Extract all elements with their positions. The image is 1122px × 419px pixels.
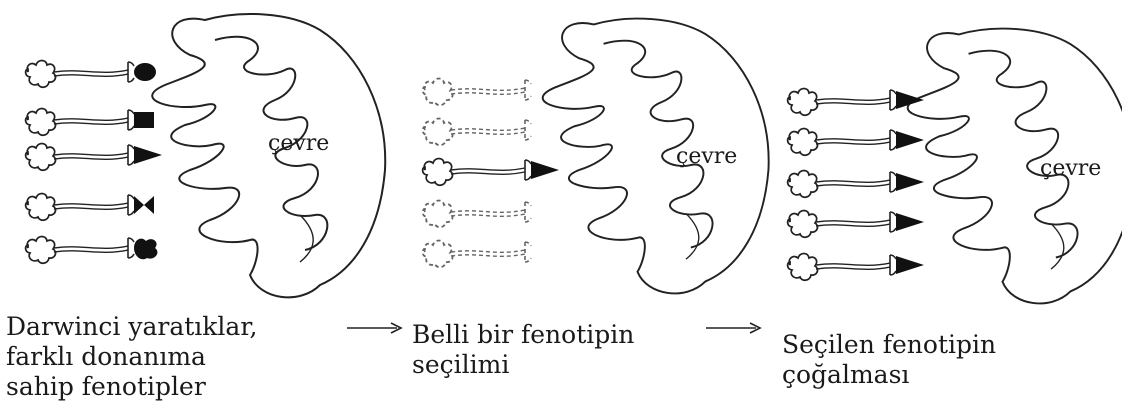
creature-head-icon — [423, 79, 453, 106]
bowtie-tip-icon — [134, 196, 154, 214]
creature — [788, 129, 924, 156]
creature — [423, 79, 531, 106]
triangle-tip-icon — [134, 146, 162, 164]
caption-panel-1: Darwinci yaratıklar, farklı donanıma sah… — [6, 312, 257, 402]
creature-head-icon — [423, 119, 453, 146]
creature — [788, 211, 924, 238]
panel-2: çevre — [423, 19, 769, 294]
caption-panel-2: Belli bir fenotipin seçilimi — [412, 320, 634, 380]
creature-head-icon — [423, 159, 453, 186]
creature-head-icon — [423, 241, 453, 268]
panel-1: çevre — [26, 14, 386, 297]
creature — [788, 171, 924, 198]
creature — [423, 119, 531, 146]
triangle-tip-icon — [531, 161, 559, 179]
creature — [788, 254, 924, 281]
creature — [423, 201, 531, 228]
creature-head-icon — [788, 211, 818, 238]
caption-line: sahip fenotipler — [6, 372, 257, 402]
creature — [423, 241, 531, 268]
creature-head-icon — [788, 254, 818, 281]
caption-panel-3: Seçilen fenotipin çoğalması — [782, 330, 996, 390]
triangle-tip-icon — [896, 173, 924, 191]
square-tip-icon — [134, 112, 154, 128]
creature-head-icon — [788, 171, 818, 198]
creature-head-icon — [26, 237, 56, 264]
creature-head-icon — [788, 129, 818, 156]
creature-head-icon — [26, 144, 56, 171]
arrow-right-icon — [345, 320, 405, 336]
creature-head-icon — [423, 201, 453, 228]
creature — [26, 237, 158, 264]
environment-label: çevre — [676, 144, 737, 169]
arrow-right-icon — [704, 320, 764, 336]
creature-head-icon — [788, 89, 818, 116]
triangle-tip-icon — [896, 213, 924, 231]
caption-line: farklı donanıma — [6, 342, 257, 372]
creature — [26, 61, 156, 88]
environment-label: çevre — [1040, 156, 1101, 181]
creature — [423, 159, 559, 186]
caption-line: çoğalması — [782, 360, 996, 390]
caption-line: Belli bir fenotipin — [412, 320, 634, 350]
caption-line: Seçilen fenotipin — [782, 330, 996, 360]
triangle-tip-icon — [896, 91, 924, 109]
creature — [26, 144, 162, 171]
caption-line: seçilimi — [412, 350, 634, 380]
creature — [26, 194, 154, 221]
creature — [788, 89, 924, 116]
environment-label: çevre — [268, 131, 329, 156]
panel-3: çevre — [788, 29, 1122, 304]
creature-head-icon — [26, 109, 56, 136]
creature — [26, 109, 154, 136]
blob-tip-icon — [134, 239, 157, 260]
oval-tip-icon — [134, 63, 156, 81]
triangle-tip-icon — [896, 131, 924, 149]
creature-head-icon — [26, 61, 56, 88]
creature-head-icon — [26, 194, 56, 221]
triangle-tip-icon — [896, 256, 924, 274]
caption-line: Darwinci yaratıklar, — [6, 312, 257, 342]
